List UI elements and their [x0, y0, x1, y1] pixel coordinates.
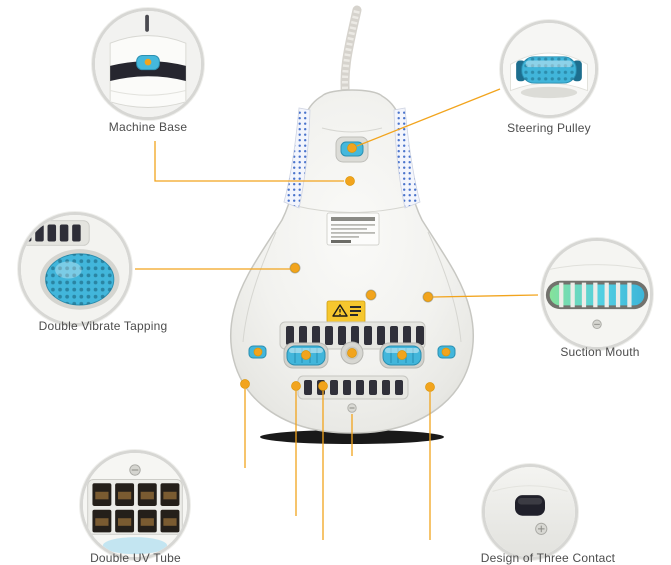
feature-dot	[240, 379, 250, 389]
connector-suction	[432, 294, 539, 298]
warning-sticker	[326, 300, 366, 324]
feature-dot	[347, 143, 357, 153]
callout-double-uv-tube	[80, 450, 190, 560]
feature-dot	[441, 347, 451, 357]
body-seams	[242, 127, 462, 343]
feature-dots	[240, 143, 451, 392]
feature-dot	[345, 176, 355, 186]
double-vibrate-detail-image	[21, 215, 129, 323]
callout-steering-pulley	[500, 20, 598, 118]
feature-dot	[397, 350, 407, 360]
callout-double-vibrate-tapping	[18, 212, 132, 326]
suction-mouth-label: Suction Mouth	[560, 345, 640, 359]
machine-base-label: Machine Base	[108, 120, 188, 134]
callout-suction-mouth	[541, 238, 653, 350]
feature-dot	[366, 290, 376, 300]
callout-machine-base	[92, 8, 204, 120]
feature-dot	[301, 350, 311, 360]
neck-mesh-panels	[283, 107, 421, 209]
feature-dot	[347, 348, 357, 358]
machine-base-detail-image	[95, 11, 201, 117]
steering-pulley-label: Steering Pulley	[507, 121, 591, 135]
info-sticker	[326, 212, 380, 246]
lower-vent-grille	[297, 375, 409, 400]
feature-dot	[318, 381, 328, 391]
steering-pulley-detail-image	[503, 23, 595, 115]
feature-dot	[253, 347, 263, 357]
feature-dot	[290, 263, 300, 273]
feature-dot	[423, 292, 433, 302]
suction-mouth-detail-image	[544, 241, 650, 347]
callout-design-of-three-contact	[482, 464, 578, 560]
double-uv-tube-detail-image	[83, 453, 187, 557]
double-uv-tube-label: Double UV Tube	[90, 551, 181, 565]
feature-dot	[425, 382, 435, 392]
double-vibrate-label: Double Vibrate Tapping	[38, 319, 168, 333]
three-contact-detail-image	[485, 467, 575, 557]
feature-dot	[291, 381, 301, 391]
upper-vent-grille	[279, 321, 426, 350]
connector-machine-base	[154, 141, 344, 182]
connector-steering-pulley	[356, 88, 501, 147]
three-contact-label: Design of Three Contact	[480, 551, 616, 565]
